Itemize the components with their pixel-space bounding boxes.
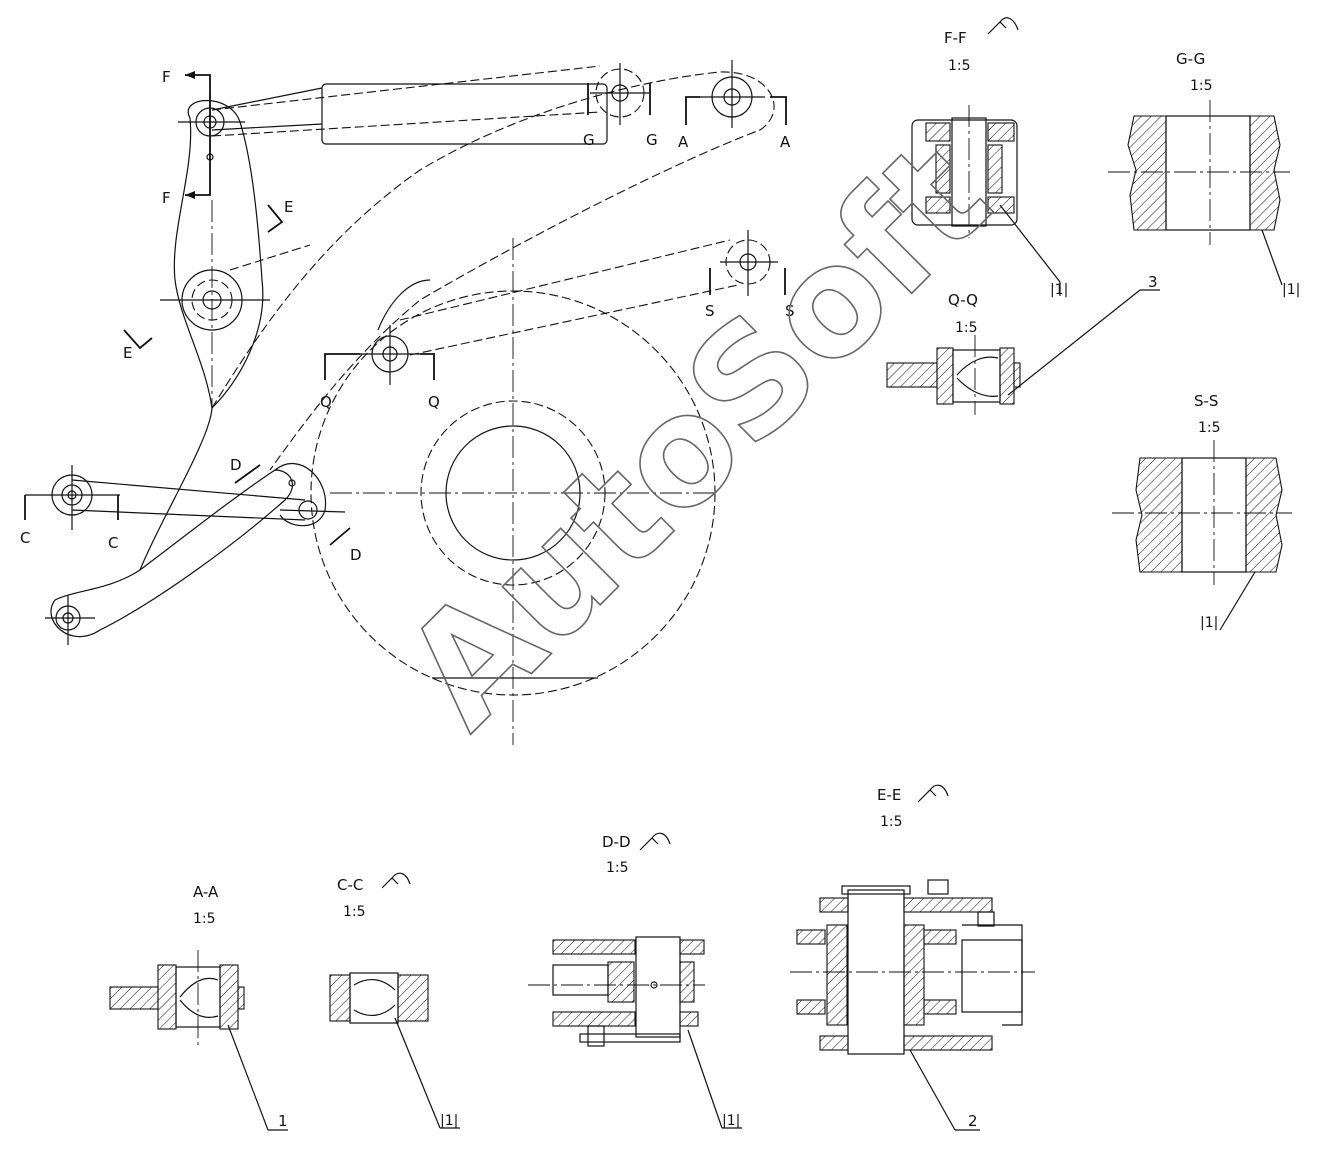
section-dd-scale: 1:5 xyxy=(606,860,629,876)
main-arm-outline xyxy=(211,71,775,471)
callout-2: 2 xyxy=(968,1112,978,1130)
lower-left-lever xyxy=(50,469,293,638)
mark-f-bottom: F xyxy=(162,189,171,207)
view-rotated-icon xyxy=(987,17,1019,35)
hydraulic-cylinder xyxy=(321,83,608,145)
main-view: F F G G A A E E S S Q Q D D C C xyxy=(20,60,795,745)
mark-g-left: G xyxy=(583,131,595,149)
section-ff: F-F 1:5 |1| xyxy=(911,17,1068,298)
section-marks xyxy=(24,71,787,546)
tie-rod xyxy=(71,479,306,501)
upper-left-lever xyxy=(173,100,264,410)
mark-a-left: A xyxy=(678,133,689,151)
section-dd: D-D 1:5 |1| xyxy=(528,832,742,1129)
section-aa-scale: 1:5 xyxy=(193,911,216,927)
section-qq-scale: 1:5 xyxy=(955,320,978,336)
cc-ref-label: |1| xyxy=(440,1113,458,1129)
section-gg-scale: 1:5 xyxy=(1190,78,1213,94)
section-cc-title: C-C xyxy=(337,876,363,894)
section-aa: A-A 1:5 1 xyxy=(109,883,288,1131)
mark-q-right: Q xyxy=(428,393,440,411)
section-cc-scale: 1:5 xyxy=(343,904,366,920)
section-aa-title: A-A xyxy=(193,883,219,901)
section-qq: Q-Q 1:5 3 xyxy=(886,273,1160,415)
mark-q-left: Q xyxy=(320,393,332,411)
section-ee-scale: 1:5 xyxy=(880,814,903,830)
callout-3: 3 xyxy=(1148,273,1158,291)
section-gg-title: G-G xyxy=(1176,50,1205,68)
callout-1: 1 xyxy=(278,1112,288,1130)
mark-c-left: C xyxy=(20,529,30,547)
section-ff-scale: 1:5 xyxy=(948,58,971,74)
mark-c-right: C xyxy=(108,534,118,552)
mark-e-bottom: E xyxy=(123,344,132,362)
mark-d-bottom: D xyxy=(350,546,362,564)
section-dd-title: D-D xyxy=(602,833,631,851)
section-ss-scale: 1:5 xyxy=(1198,420,1221,436)
gg-ref-label: |1| xyxy=(1282,282,1300,298)
mark-e-top: E xyxy=(284,198,293,216)
watermark: AutoSoft xyxy=(372,110,1022,760)
mark-a-right: A xyxy=(780,133,791,151)
section-ss-title: S-S xyxy=(1194,392,1218,410)
mark-d-top: D xyxy=(230,456,242,474)
section-qq-title: Q-Q xyxy=(948,291,978,309)
section-ee-title: E-E xyxy=(877,786,901,804)
section-ee: E-E 1:5 2 xyxy=(790,784,1035,1131)
mark-f-top: F xyxy=(162,68,171,86)
mark-g-right: G xyxy=(646,131,658,149)
section-gg: G-G 1:5 |1| xyxy=(1108,50,1300,298)
dd-ref-label: |1| xyxy=(722,1113,740,1129)
mark-s-right: S xyxy=(785,302,795,320)
section-ff-title: F-F xyxy=(944,29,967,47)
ss-ref-label: |1| xyxy=(1200,615,1218,631)
mark-s-left: S xyxy=(705,302,715,320)
section-cc: C-C 1:5 |1| xyxy=(329,872,460,1129)
ff-ref-label: |1| xyxy=(1050,282,1068,298)
section-ss: S-S 1:5 |1| xyxy=(1112,392,1292,631)
